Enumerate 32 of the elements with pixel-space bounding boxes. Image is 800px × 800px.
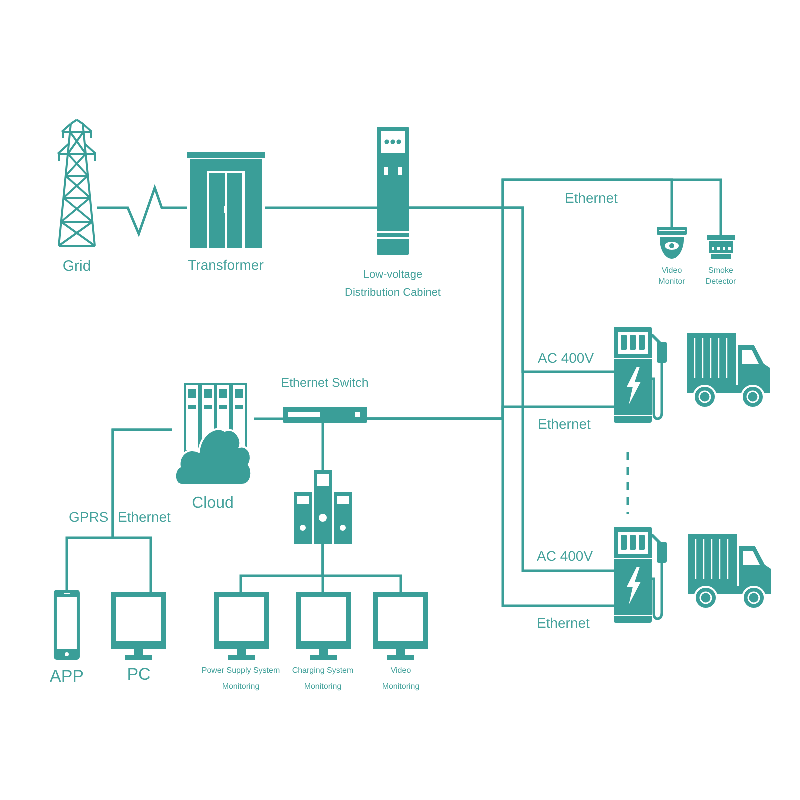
connector-line	[265, 206, 377, 210]
ev-charger-icon	[614, 527, 668, 623]
edge-label: Ethernet	[118, 509, 171, 526]
node-label: Grid	[62, 258, 92, 276]
connector-line	[97, 184, 187, 238]
ev-charger-icon	[614, 327, 668, 423]
edge-label: GPRS	[69, 509, 109, 526]
edge-label: AC 400V	[537, 548, 594, 564]
node-label: Low-voltage Distribution Cabinet	[344, 268, 442, 301]
connector-line	[112, 428, 172, 592]
node-label: Charging System Monitoring	[291, 665, 355, 693]
connector-line	[254, 418, 283, 420]
server-towers-icon	[294, 470, 352, 544]
truck-icon	[687, 333, 771, 409]
node-label: Video Monitoring	[381, 665, 421, 693]
node-label: Power Supply System Monitoring	[201, 665, 281, 693]
node-label: Smoke Detector	[704, 265, 738, 288]
node-label: Cloud	[192, 495, 234, 514]
connector-line	[409, 206, 614, 572]
edge-label: Ethernet	[565, 190, 618, 206]
connector-line	[322, 544, 402, 592]
edge-label: Ethernet	[537, 615, 590, 632]
edge-label: AC 400V	[538, 350, 594, 366]
connector-line	[367, 418, 614, 608]
truck-icon	[688, 534, 772, 610]
edge-label: Ethernet	[538, 416, 591, 432]
connector-line	[322, 423, 324, 470]
node-label: Video Monitor	[658, 265, 686, 288]
node-label: Ethernet Switch	[281, 376, 369, 390]
node-label: PC	[127, 665, 151, 685]
node-label: Transformer	[188, 257, 264, 274]
node-label: APP	[50, 667, 84, 687]
